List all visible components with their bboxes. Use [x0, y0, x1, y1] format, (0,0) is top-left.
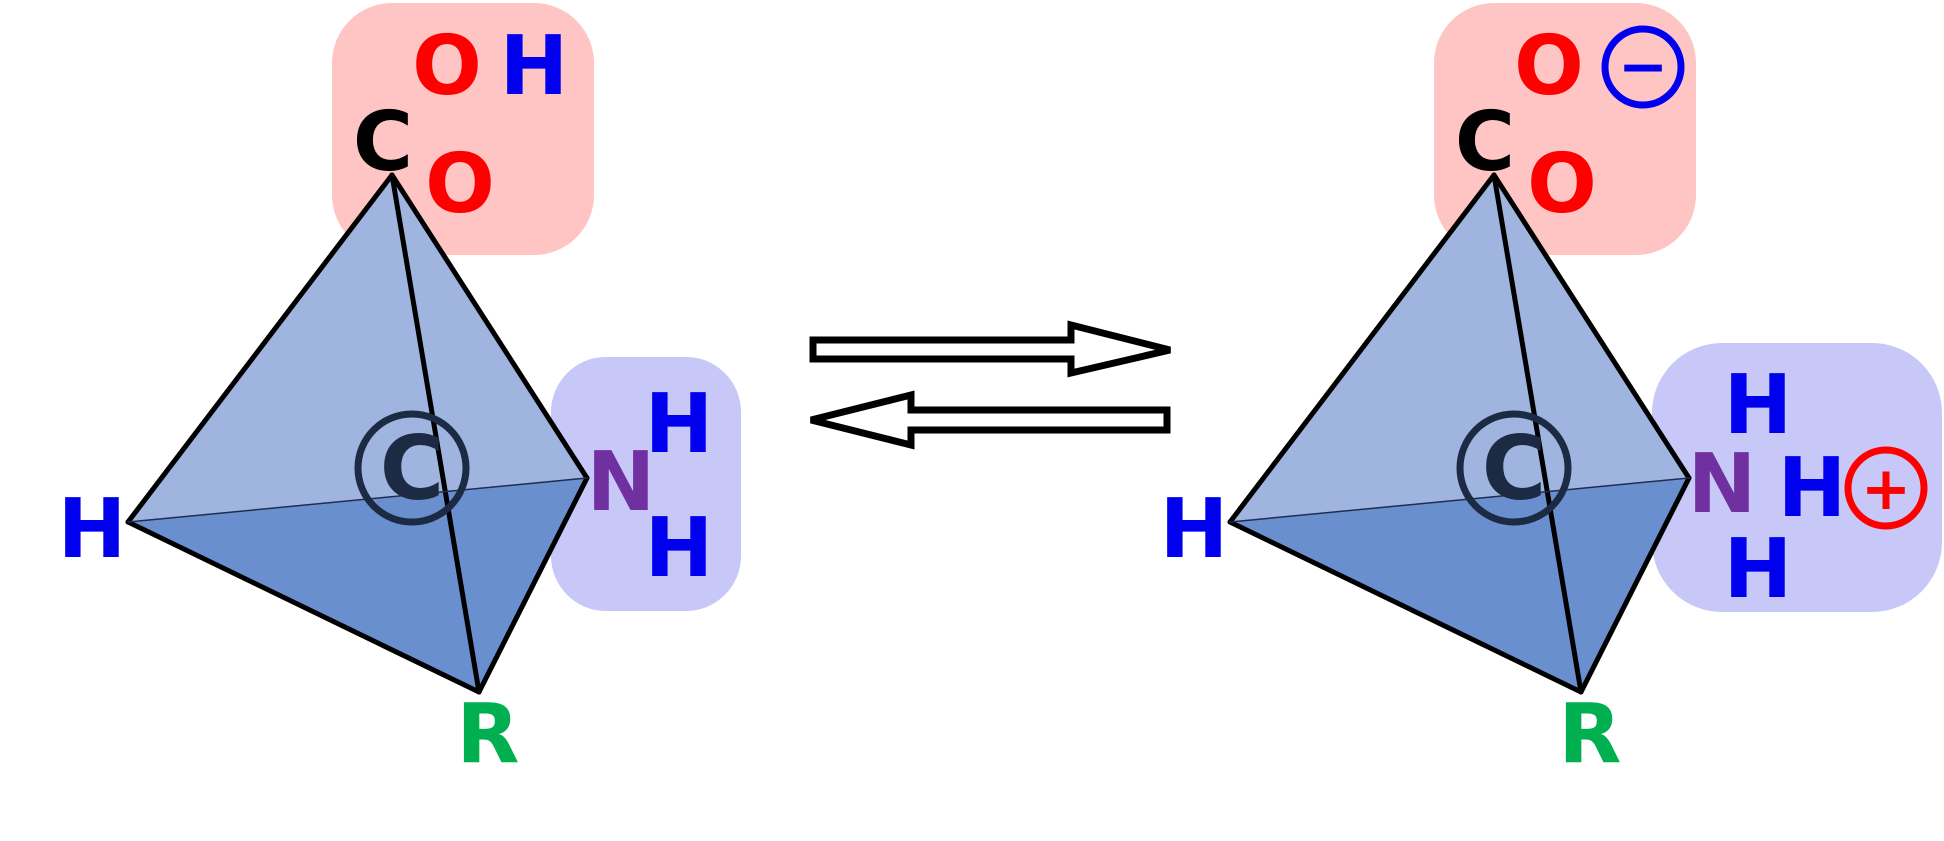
carboxyl-oxygen-bottom-label: O	[425, 137, 495, 232]
tetrahedron-edges	[125, 172, 590, 695]
alpha-carbon-ring	[1456, 410, 1572, 526]
equilibrium-arrows	[809, 320, 1171, 450]
ammonium-hydrogen-middle-label: H	[1778, 441, 1847, 536]
hydrogen-label: H	[1160, 482, 1229, 577]
positive-charge-icon	[1844, 446, 1928, 530]
carboxyl-hydrogen-label: H	[500, 19, 569, 114]
amino-hydrogen-top-label: H	[645, 377, 714, 472]
tetrahedron-face-back	[128, 175, 587, 522]
carboxylate-oxygen-top-label: O	[1514, 19, 1584, 114]
negative-charge-label: −	[1618, 32, 1668, 102]
carboxyl-oxygen-top-label: O	[412, 19, 482, 114]
ammonium-group-highlight	[1652, 343, 1942, 612]
amino-group-highlight	[551, 357, 741, 611]
amino-nitrogen-label: N	[587, 435, 656, 530]
tetrahedron-face-back	[1230, 175, 1689, 522]
tetrahedron-edges	[1227, 172, 1692, 695]
alpha-carbon-label: C	[380, 417, 445, 520]
alpha-carbon-ring	[354, 410, 470, 526]
carboxylate-carbon-label: C	[1455, 95, 1515, 190]
amino-hydrogen-bottom-label: H	[645, 501, 714, 596]
hydrogen-label: H	[58, 482, 127, 577]
neutral-form: C C O H O N H H H R	[58, 3, 741, 782]
ammonium-nitrogen-label: N	[1688, 437, 1757, 532]
zwitterion-form: C C O O − N H H H + H R	[1160, 3, 1942, 782]
right-hollow-arrow-icon	[809, 320, 1171, 378]
ammonium-hydrogen-bottom-label: H	[1724, 522, 1793, 617]
alpha-carbon-label: C	[1482, 417, 1547, 520]
tetrahedron	[1227, 172, 1692, 695]
negative-charge-icon	[1601, 25, 1685, 109]
side-chain-label: R	[456, 687, 519, 782]
ammonium-hydrogen-top-label: H	[1724, 358, 1793, 453]
tetrahedron	[125, 172, 590, 695]
carboxyl-carbon-label: C	[353, 95, 413, 190]
side-chain-label: R	[1558, 687, 1621, 782]
carboxylate-oxygen-bottom-label: O	[1527, 137, 1597, 232]
positive-charge-label: +	[1861, 454, 1911, 524]
left-hollow-arrow-icon	[810, 390, 1171, 450]
